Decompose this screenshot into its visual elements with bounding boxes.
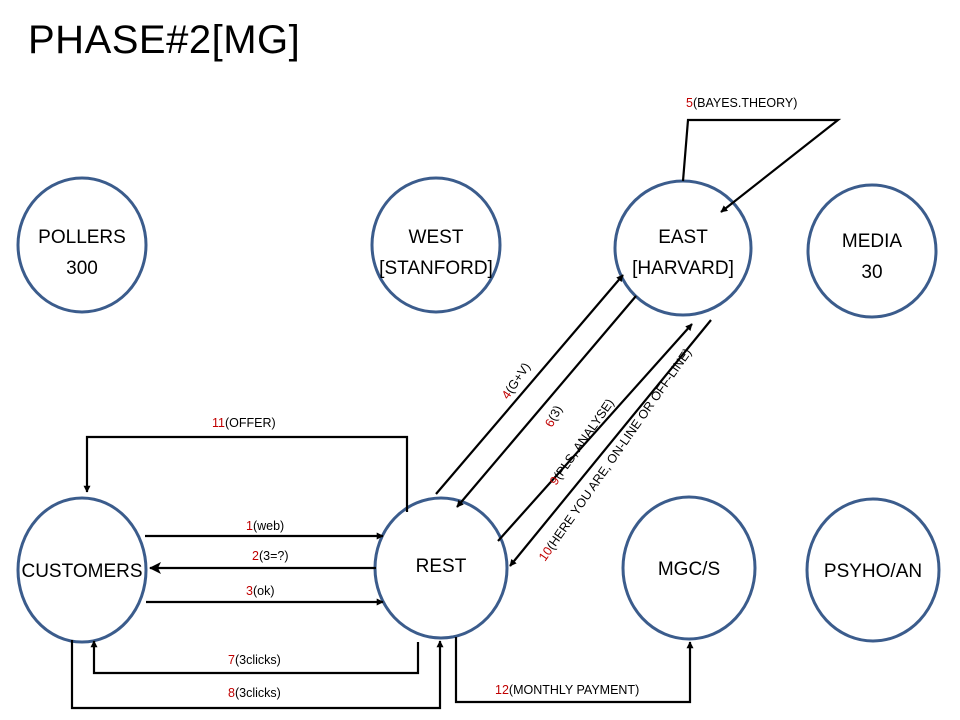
edge-7-label: 7(3clicks): [228, 653, 281, 667]
node-east-sublabel: [HARVARD]: [632, 258, 734, 279]
node-pollers-value: 300: [66, 258, 98, 279]
node-psyho[interactable]: PSYHO/AN: [805, 497, 941, 643]
edge-5-label: 5(BAYES.THEORY): [686, 96, 797, 110]
edge-9-arrow: [497, 323, 693, 542]
edge-12-arrow: [454, 637, 694, 704]
page-title: PHASE#2[MG]: [28, 18, 301, 62]
edge-4-label: 4(G+V): [499, 360, 533, 402]
edge-4-arrow: [435, 274, 624, 495]
edge-2-label: 2(3=?): [252, 549, 288, 563]
node-west-label: WEST: [409, 227, 464, 248]
node-mgcs-label: MGC/S: [658, 559, 720, 580]
node-media-label: MEDIA: [842, 231, 903, 252]
edge-1-label: 1(web): [246, 519, 284, 533]
edge-11-label: 11(OFFER): [212, 416, 276, 430]
node-east[interactable]: EAST [HARVARD]: [613, 179, 753, 317]
node-customers[interactable]: CUSTOMERS: [16, 496, 148, 644]
edge-6-arrow: [456, 295, 637, 508]
edge-6-label: 6(3): [542, 403, 565, 429]
edge-10-arrow: [509, 319, 712, 567]
edge-11-arrow: [83, 435, 409, 512]
node-rest-label: REST: [416, 556, 467, 577]
node-rest[interactable]: REST: [373, 496, 509, 640]
node-customers-label: CUSTOMERS: [21, 561, 142, 582]
node-mgcs[interactable]: MGC/S: [621, 495, 757, 641]
node-media[interactable]: MEDIA 30: [806, 183, 938, 319]
edge-12-label: 12(MONTHLY PAYMENT): [495, 683, 639, 697]
edge-3-label: 3(ok): [246, 584, 274, 598]
edge-8-arrow: [70, 640, 444, 710]
edge-7-arrow: [90, 640, 420, 675]
edge-8-label: 8(3clicks): [228, 686, 281, 700]
node-media-value: 30: [861, 262, 882, 283]
node-west-sublabel: [STANFORD]: [379, 258, 493, 279]
node-east-label: EAST: [658, 227, 708, 248]
node-west[interactable]: WEST [STANFORD]: [370, 176, 502, 314]
edge-5-arrow: [681, 118, 842, 213]
node-psyho-label: PSYHO/AN: [824, 561, 922, 582]
node-pollers-label: POLLERS: [38, 227, 126, 248]
node-pollers[interactable]: POLLERS 300: [16, 176, 148, 314]
